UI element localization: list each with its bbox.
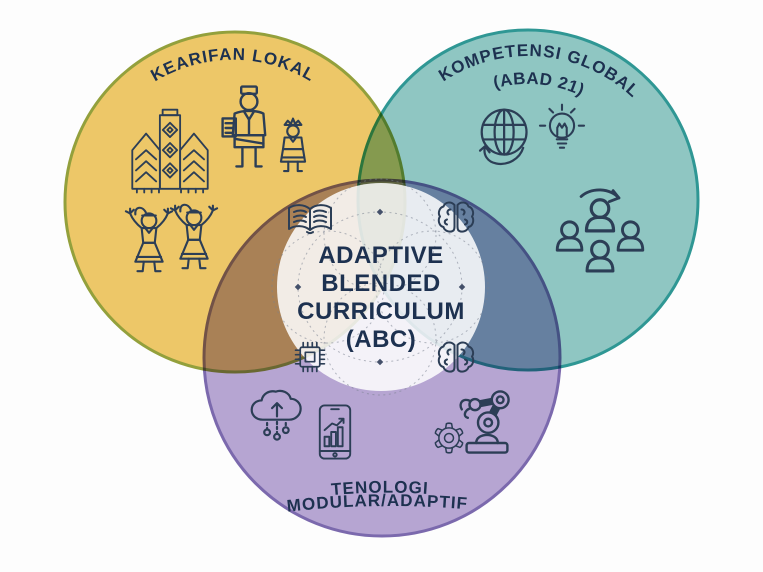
ornament-dot-left	[294, 283, 302, 291]
center-title-line1: ADAPTIVE	[318, 242, 443, 269]
dashed-ornament	[271, 178, 489, 396]
center-title-line3: CURRICULUM	[297, 298, 465, 325]
center-title-line2: BLENDED	[321, 270, 441, 297]
ornament-dot-bottom	[376, 358, 384, 366]
ornament-dot-top	[376, 208, 384, 216]
center-title-line4: (ABC)	[346, 326, 416, 353]
center-circle	[277, 183, 485, 391]
tenologi-title: TENOLOGI	[330, 478, 429, 500]
ornament-dot-right	[458, 283, 466, 291]
center-title: ADAPTIVE BLENDED CURRICULUM (ABC)	[297, 242, 465, 353]
